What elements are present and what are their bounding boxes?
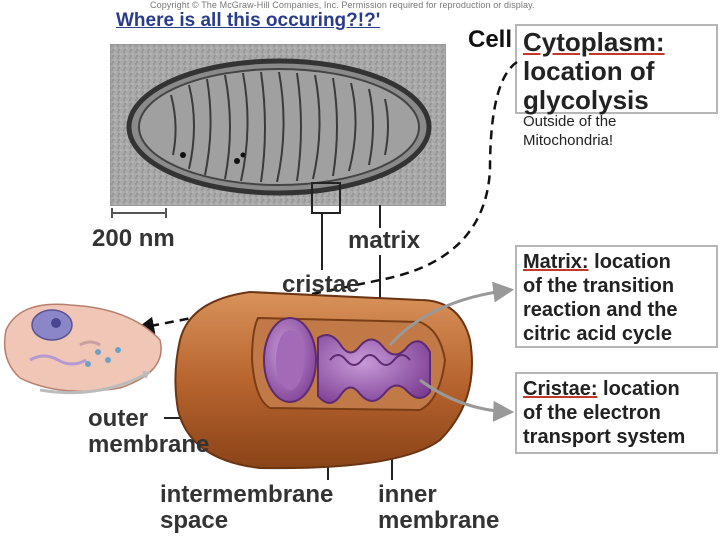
- outer-membrane-label: outer membrane: [88, 406, 209, 458]
- outside-note: Outside of the Mitochondria!: [523, 112, 616, 150]
- cytoplasm-term: Cytoplasm:: [523, 27, 665, 57]
- outside-note-line-2: Mitochondria!: [523, 132, 614, 149]
- inner-membrane-line-2: membrane: [378, 507, 500, 534]
- electron-micrograph: [110, 44, 446, 206]
- cristae-arrow: [419, 378, 515, 422]
- mitochondrion-illustration: [174, 290, 473, 470]
- matrix-line-3: reaction and the: [523, 299, 678, 321]
- cytoplasm-info-box: Cytoplasm: location of glycolysis: [515, 24, 718, 115]
- cell-icon: [3, 303, 162, 395]
- cytoplasm-line-2: location of: [523, 56, 655, 86]
- inner-membrane-label: inner membrane: [378, 482, 499, 534]
- outside-note-line-1: Outside of the: [523, 113, 617, 130]
- page-title: Where is all this occuring?!?': [116, 10, 381, 31]
- scale-bar-icon: [111, 208, 167, 218]
- matrix-arrow: [388, 281, 515, 346]
- outer-membrane-line-2: membrane: [88, 431, 210, 458]
- cristae-line-2: of the electron: [523, 402, 661, 424]
- inner-membrane-line-1: inner: [378, 481, 437, 508]
- matrix-term: Matrix:: [523, 251, 589, 273]
- cristae-line-1-rest: location: [597, 378, 680, 400]
- outer-membrane-line-1: outer: [88, 405, 148, 432]
- cristae-term: Cristae:: [523, 378, 598, 400]
- cytoplasm-line-3: glycolysis: [523, 85, 649, 115]
- scale-bar-label: 200 nm: [92, 225, 175, 252]
- matrix-label: matrix: [348, 227, 421, 254]
- matrix-line-1-rest: location: [588, 251, 671, 273]
- matrix-info-box: Matrix: location of the transition react…: [515, 245, 718, 348]
- cristae-line-3: transport system: [523, 426, 686, 448]
- matrix-line-4: citric acid cycle: [523, 323, 672, 345]
- intermembrane-line-2: space: [160, 507, 229, 534]
- cristae-info-box: Cristae: location of the electron transp…: [515, 372, 718, 454]
- intermembrane-space-label: intermembrane space: [160, 482, 333, 534]
- cristae-label: cristae: [282, 271, 360, 298]
- intermembrane-line-1: intermembrane: [160, 481, 334, 508]
- cell-word: Cell: [468, 26, 513, 53]
- matrix-line-2: of the transition: [523, 275, 675, 297]
- copyright-notice: Copyright © The McGraw-Hill Companies, I…: [150, 0, 535, 10]
